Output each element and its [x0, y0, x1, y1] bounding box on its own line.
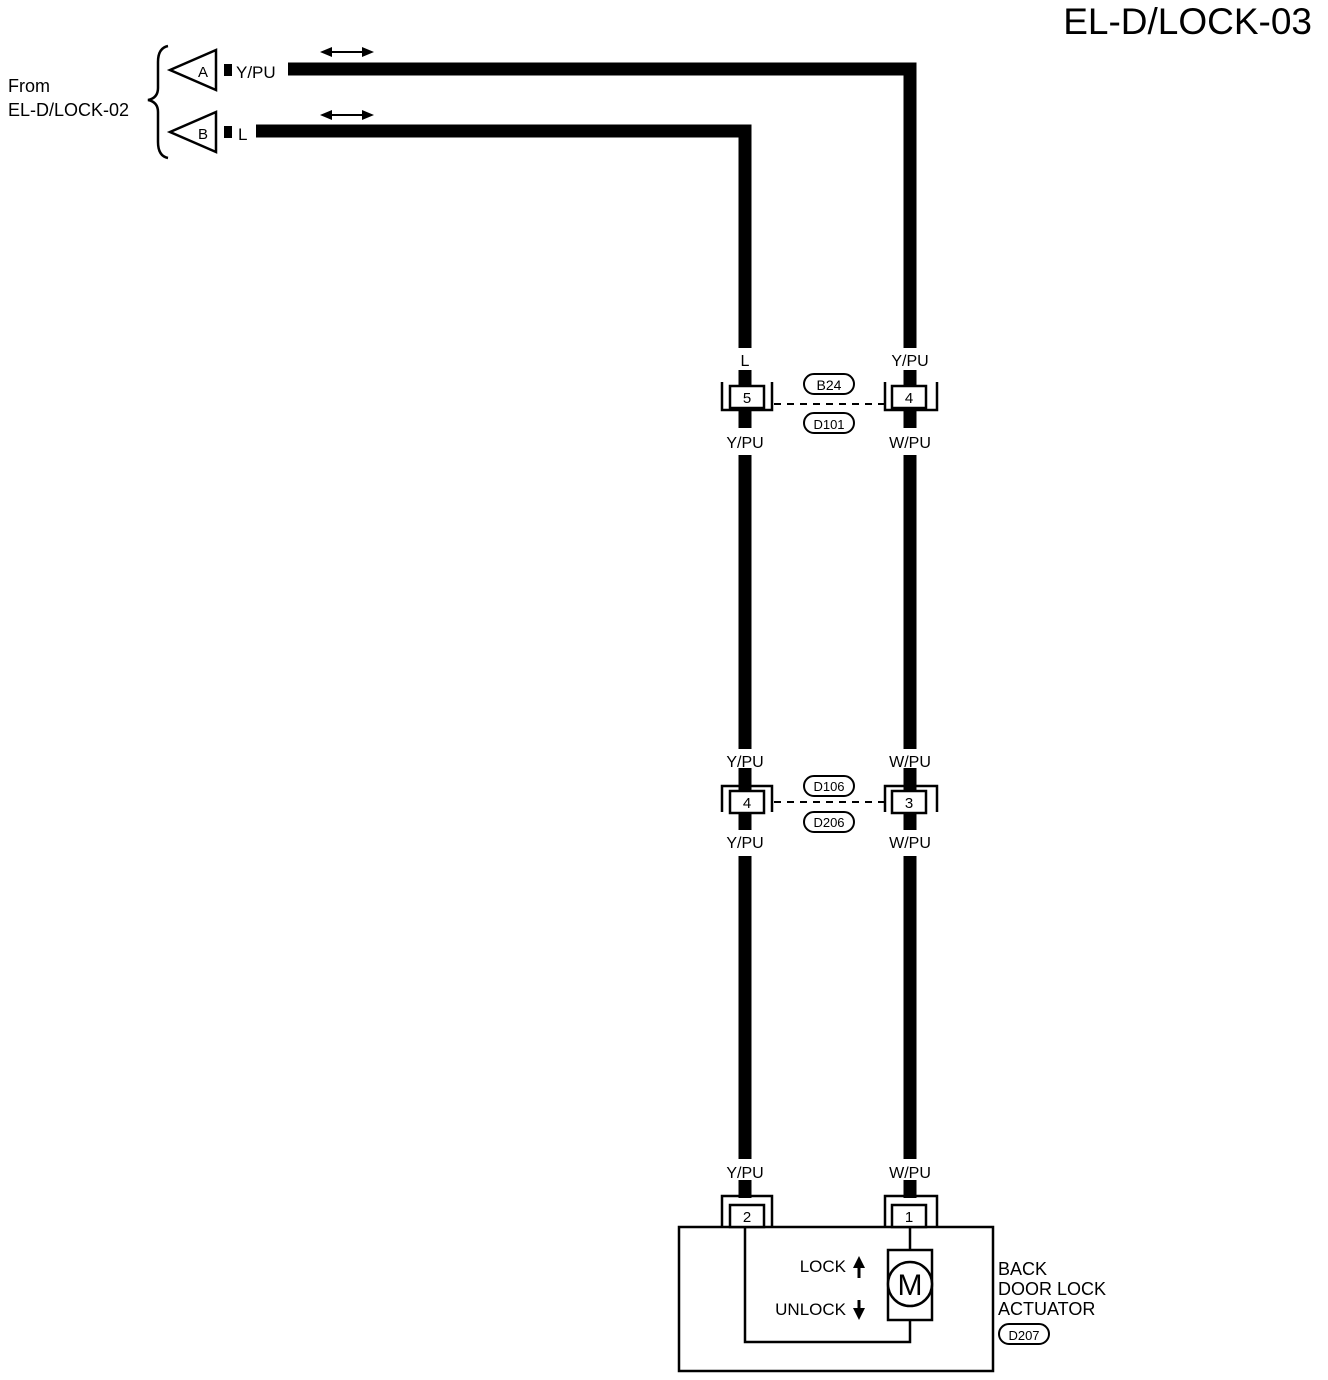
connector-code-badge	[803, 811, 855, 833]
terminal-a-id: A	[198, 64, 208, 81]
down-arrow-icon	[853, 1300, 865, 1320]
terminal-b-flag-icon	[166, 110, 218, 154]
wire-color-label: Y/PU	[726, 835, 763, 852]
terminal-b-wire: L	[238, 125, 247, 144]
page-title: EL-D/LOCK-03	[1063, 1, 1312, 42]
connector-pin-box	[728, 1203, 766, 1229]
wire-color-label: L	[741, 353, 750, 370]
connector-d106-d206: Y/PU W/PU 4 3 D106 D206 Y/PU W/PU	[720, 754, 939, 852]
connector-housing	[720, 784, 774, 812]
up-arrow-icon	[853, 1256, 865, 1278]
wire-color-label: Y/PU	[726, 754, 763, 771]
connector-code-badge	[803, 373, 855, 395]
wire-a-top	[288, 62, 917, 348]
terminal-b-stub	[224, 126, 232, 138]
bidirectional-arrow-icon	[320, 110, 374, 120]
connector-code-badge	[803, 412, 855, 434]
connector-b24-d101: L Y/PU 5 4 B24 D101 Y/PU W/PU	[720, 353, 939, 452]
connector-code-badge	[998, 1323, 1050, 1345]
motor-icon	[886, 1260, 934, 1308]
wire-color-label: W/PU	[889, 1165, 931, 1182]
wire-color-label: W/PU	[889, 754, 931, 771]
wire-color-label: Y/PU	[891, 353, 928, 370]
pin-number: 1	[905, 1209, 913, 1226]
source-label-from: From	[8, 76, 50, 96]
connector-code: D206	[813, 815, 844, 830]
wire-color-label: Y/PU	[726, 435, 763, 452]
connector-code: B24	[817, 377, 842, 393]
connector-housing	[883, 1194, 939, 1227]
actuator-name-line2: DOOR LOCK	[998, 1279, 1106, 1299]
actuator-name-line1: BACK	[998, 1259, 1047, 1279]
wire-color-label: W/PU	[889, 435, 931, 452]
connector-code: D106	[813, 779, 844, 794]
wire-color-label: Y/PU	[726, 1165, 763, 1182]
unlock-label: UNLOCK	[775, 1300, 847, 1319]
actuator-body	[677, 1225, 995, 1373]
actuator-internal-wire	[743, 1227, 912, 1344]
pin-number: 2	[743, 1209, 751, 1226]
connector-pin-box	[728, 789, 766, 815]
connector-code: D207	[1008, 1328, 1039, 1343]
terminal-a-wire: Y/PU	[236, 63, 276, 82]
connector-housing	[883, 382, 939, 412]
terminal-a-stub	[224, 64, 232, 76]
terminal-b-id: B	[198, 126, 208, 143]
connector-code: D101	[813, 417, 844, 432]
bidirectional-arrow-icon	[320, 47, 374, 57]
source-label-page: EL-D/LOCK-02	[8, 100, 129, 120]
actuator-name-line3: ACTUATOR	[998, 1299, 1095, 1319]
pin-number: 5	[743, 390, 751, 407]
connector-pin-box	[728, 384, 766, 410]
back-door-lock-actuator: Y/PU W/PU 2 1 M LOCK UNLOCK BACK DOOR LO…	[677, 1165, 1106, 1373]
wire-b-top	[256, 124, 752, 348]
source-brace	[147, 44, 169, 160]
connector-housing	[720, 382, 774, 412]
pin-number: 4	[743, 795, 751, 812]
motor-symbol: M	[898, 1269, 923, 1302]
connector-pin-box	[890, 384, 928, 410]
connector-code-badge	[803, 775, 855, 797]
connector-housing	[720, 1194, 774, 1227]
wire-color-label: W/PU	[889, 835, 931, 852]
terminal-b: B L	[166, 110, 247, 154]
terminal-a: A Y/PU	[166, 48, 276, 92]
lock-label: LOCK	[800, 1257, 847, 1276]
terminal-a-flag-icon	[166, 48, 218, 92]
connector-pin-box	[890, 789, 928, 815]
connector-housing	[883, 784, 939, 812]
pin-number: 4	[905, 390, 913, 407]
pin-number: 3	[905, 795, 913, 812]
